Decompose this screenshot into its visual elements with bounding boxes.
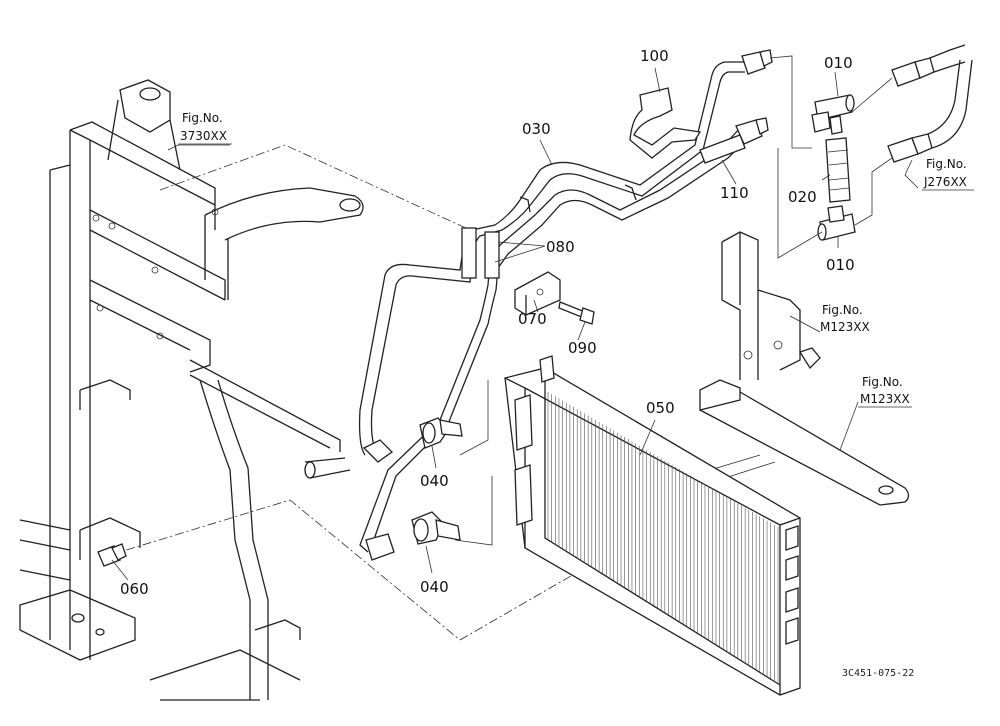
plug-060 <box>97 543 127 567</box>
label-100: 100 <box>640 47 669 65</box>
label-010-upper: 010 <box>824 54 853 72</box>
label-010-lower: 010 <box>826 256 855 274</box>
elbow-040-lower <box>411 511 461 545</box>
radiator-050 <box>454 355 801 696</box>
right-fittings <box>769 44 973 259</box>
pipe-030 <box>358 49 773 561</box>
leader-lines <box>111 67 919 581</box>
bracket-m123-lower <box>699 379 910 506</box>
label-070: 070 <box>518 310 547 328</box>
tee-010-upper <box>811 94 855 135</box>
fig-ref-2-number: J276XX <box>923 175 967 189</box>
fig-ref-1-number: 3730XX <box>180 129 227 143</box>
tee-010-lower <box>817 205 856 241</box>
fig-ref-3-title: Fig.No. <box>822 303 863 317</box>
frame-structure <box>19 79 591 701</box>
strainer-020 <box>825 137 851 203</box>
bolt-090 <box>558 301 595 325</box>
label-030: 030 <box>522 120 551 138</box>
label-060: 060 <box>120 580 149 598</box>
label-080: 080 <box>546 238 575 256</box>
label-050: 050 <box>646 399 675 417</box>
clamp-100 <box>629 87 702 159</box>
connector-110 <box>699 134 746 164</box>
label-040-upper: 040 <box>420 472 449 490</box>
label-090: 090 <box>568 339 597 357</box>
fig-ref-3-number: M123XX <box>820 320 870 334</box>
fig-ref-1-title: Fig.No. <box>182 111 223 125</box>
fig-ref-4-number: M123XX <box>860 392 910 406</box>
fig-ref-2-title: Fig.No. <box>926 157 967 171</box>
drawing-code: 3C451-075-22 <box>842 668 914 679</box>
figure-references: Fig.No. 3730XX Fig.No. J276XX Fig.No. M1… <box>178 111 974 408</box>
part-labels: 100 030 110 010 020 010 080 070 090 050 … <box>120 47 855 598</box>
elbow-040-upper <box>419 417 463 449</box>
fig-ref-4-title: Fig.No. <box>862 375 903 389</box>
bracket-m123-upper <box>721 231 821 380</box>
label-110: 110 <box>720 184 749 202</box>
label-020: 020 <box>788 188 817 206</box>
bracket-070 <box>514 271 561 316</box>
label-040-lower: 040 <box>420 578 449 596</box>
